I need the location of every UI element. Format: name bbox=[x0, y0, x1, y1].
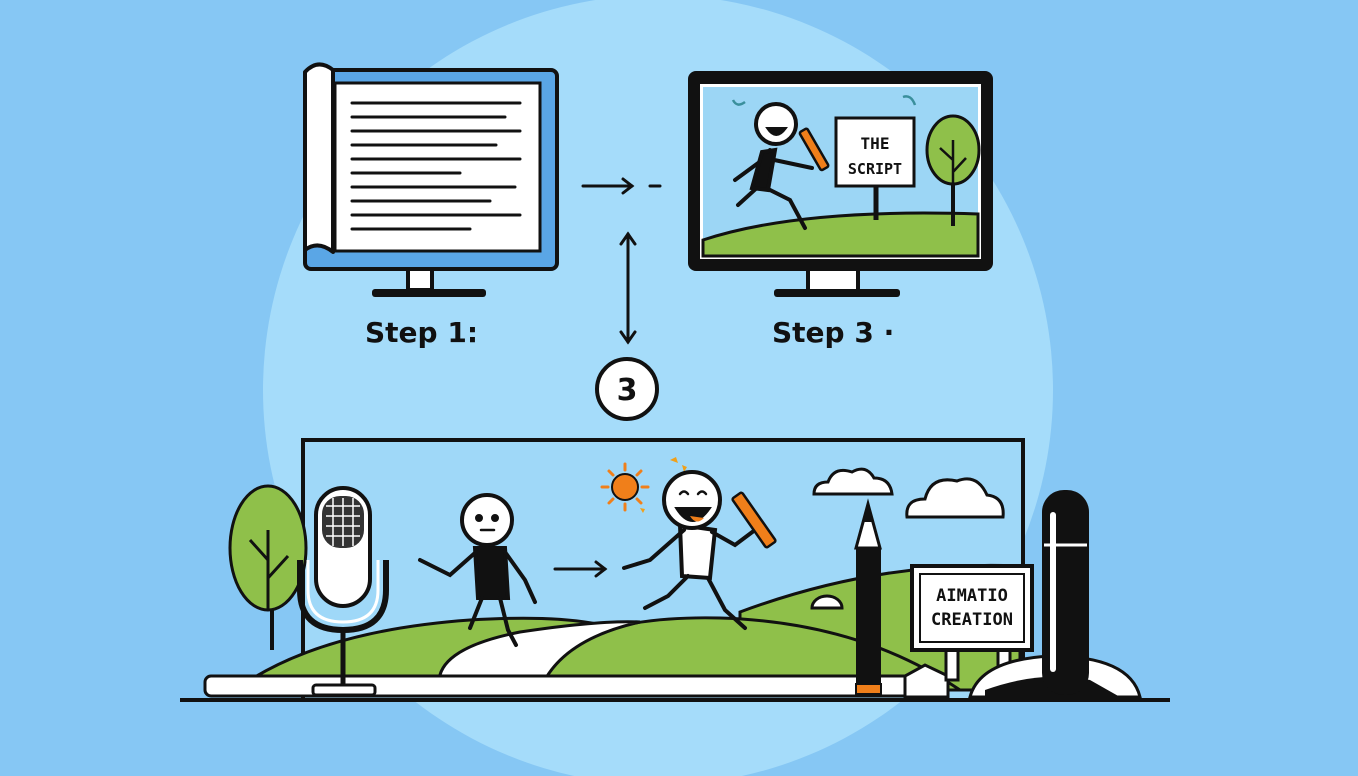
tree-icon bbox=[925, 114, 981, 226]
step-number-badge: 3 bbox=[595, 357, 659, 421]
sun-icon bbox=[600, 457, 687, 513]
step-1-label: Step 1: bbox=[365, 316, 478, 349]
document-monitor bbox=[303, 62, 559, 297]
tree-icon bbox=[228, 484, 308, 650]
screen-hill bbox=[701, 211, 980, 258]
vertical-arrow bbox=[619, 231, 637, 345]
document-icon bbox=[303, 62, 335, 254]
step-number-text: 3 bbox=[617, 373, 638, 408]
board-line1: AIMATIO bbox=[936, 586, 1008, 606]
animation-monitor: THE SCRIPT bbox=[688, 71, 993, 297]
path-road bbox=[437, 620, 641, 692]
pencil-icon bbox=[798, 127, 830, 172]
pencil-icon bbox=[854, 498, 882, 695]
arrow-icon bbox=[581, 177, 662, 195]
arrow-icon bbox=[553, 560, 608, 578]
screen-sign-line2: SCRIPT bbox=[848, 160, 902, 178]
screen-sign-line1: THE bbox=[861, 134, 890, 153]
microphone-icon bbox=[297, 486, 389, 697]
bottom-scene: AIMATIO CREATION bbox=[180, 438, 1170, 702]
stick-figure-icon bbox=[418, 493, 537, 647]
board-line2: CREATION bbox=[931, 610, 1013, 630]
cloud-icon bbox=[905, 477, 1005, 519]
step-3-label: Step 3 · bbox=[772, 316, 894, 349]
microphone-icon bbox=[1042, 490, 1089, 695]
creation-board: AIMATIO CREATION bbox=[910, 564, 1034, 682]
stick-figure-icon bbox=[733, 102, 814, 230]
cloud-icon bbox=[812, 467, 894, 496]
screen-sign: THE SCRIPT bbox=[834, 116, 916, 220]
text-lines bbox=[350, 101, 522, 231]
pencil-icon bbox=[731, 491, 777, 549]
stick-figure-icon bbox=[622, 470, 757, 630]
